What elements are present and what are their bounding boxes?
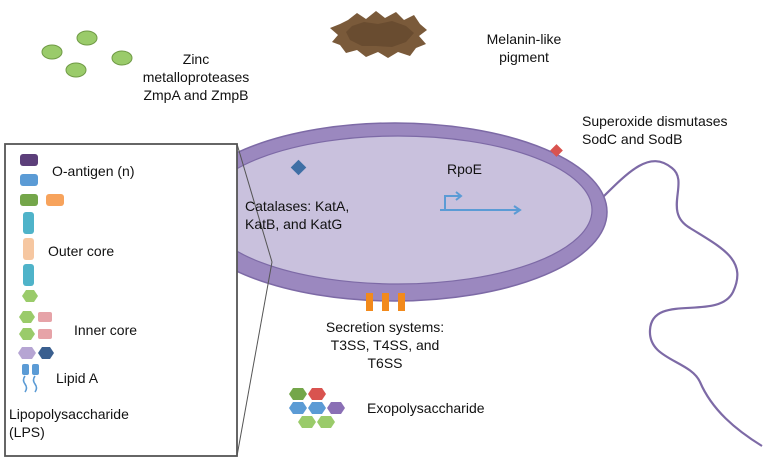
- o-antigen-unit: [20, 154, 38, 166]
- lps-title-line1: Lipopolysaccharide: [9, 406, 129, 422]
- secretion-label-line1: Secretion systems:: [325, 319, 445, 335]
- lavender-hexagon: [18, 347, 36, 359]
- zinc-label-line3: ZmpA and ZmpB: [143, 87, 249, 103]
- secretion-label-line2: T3SS, T4SS, and: [330, 337, 440, 353]
- peach-sugar: [23, 238, 34, 260]
- zinc-label-line1: Zinc: [182, 51, 210, 67]
- protease-oval: [65, 62, 87, 78]
- green-hexagon: [19, 328, 35, 340]
- eps-hexagon: [317, 416, 335, 428]
- inner-core-label: Inner core: [74, 322, 138, 338]
- exopolysaccharide-label: Exopolysaccharide: [367, 400, 485, 416]
- lipid-a-head: [22, 364, 29, 375]
- green-hexagon: [19, 311, 35, 323]
- catalases-label-line1: Catalases: KatA,: [245, 198, 350, 214]
- green-hexagon: [22, 290, 38, 302]
- eps-hexagon: [289, 402, 307, 414]
- o-antigen-label: O-antigen (n): [52, 163, 135, 179]
- melanin-label-line1: Melanin-like: [486, 31, 562, 47]
- rpoe-gene-symbol: [440, 191, 522, 215]
- melanin-pigment-blob: [330, 11, 427, 58]
- melanin-label-line2: pigment: [499, 49, 549, 65]
- pink-sugar: [38, 329, 52, 339]
- lps-title-line2: (LPS): [9, 424, 45, 440]
- eps-hexagon: [298, 416, 316, 428]
- secretion-label: Secretion systems: T3SS, T4SS, and T6SS: [310, 318, 460, 372]
- eps-hexagon: [327, 402, 345, 414]
- eps-hexagon: [308, 402, 326, 414]
- teal-sugar: [23, 264, 34, 286]
- green-sugar: [20, 194, 38, 206]
- zinc-label-line2: metalloproteases: [142, 69, 250, 85]
- lps-legend-box: [4, 143, 238, 457]
- sod-label-line2: SodC and SodB: [582, 131, 683, 147]
- sod-label-line1: Superoxide dismutases: [582, 113, 728, 129]
- navy-hexagon: [38, 347, 54, 359]
- rpoe-label: RpoE: [447, 161, 483, 177]
- lps-sugar-stack: [18, 154, 64, 393]
- orange-sugar: [46, 194, 64, 206]
- catalases-label-line2: KatB, and KatG: [245, 216, 343, 232]
- zinc-metalloprotease-group: [41, 30, 133, 78]
- zinc-label: Zinc metalloproteases ZmpA and ZmpB: [138, 50, 254, 104]
- protease-oval: [41, 44, 63, 60]
- protease-oval: [76, 30, 98, 46]
- lipid-a-head: [32, 364, 39, 375]
- eps-hexagon: [289, 388, 307, 400]
- blue-sugar: [20, 174, 38, 186]
- protease-oval: [111, 50, 133, 66]
- secretion-systems: [366, 293, 405, 311]
- lps-title: Lipopolysaccharide (LPS): [9, 405, 129, 441]
- catalase-marker: [290, 159, 307, 176]
- teal-sugar: [23, 212, 34, 234]
- zoom-line: [236, 143, 273, 263]
- sod-label: Superoxide dismutases SodC and SodB: [582, 112, 728, 148]
- melanin-label: Melanin-like pigment: [476, 30, 572, 66]
- flagellum: [599, 160, 763, 447]
- outer-core-label: Outer core: [48, 243, 115, 259]
- catalases-label: Catalases: KatA, KatB, and KatG: [245, 197, 349, 233]
- eps-hexagon: [308, 388, 326, 400]
- pink-sugar: [38, 312, 52, 322]
- secretion-label-line3: T6SS: [367, 355, 403, 371]
- lipid-a-label: Lipid A: [56, 370, 99, 386]
- lipid-a-tail: [32, 375, 38, 393]
- lipid-a-tail: [22, 375, 28, 393]
- exopolysaccharide-cluster: [289, 388, 345, 428]
- secretion-peg: [366, 293, 373, 311]
- secretion-peg: [398, 293, 405, 311]
- secretion-peg: [382, 293, 389, 311]
- zoom-line: [236, 261, 273, 457]
